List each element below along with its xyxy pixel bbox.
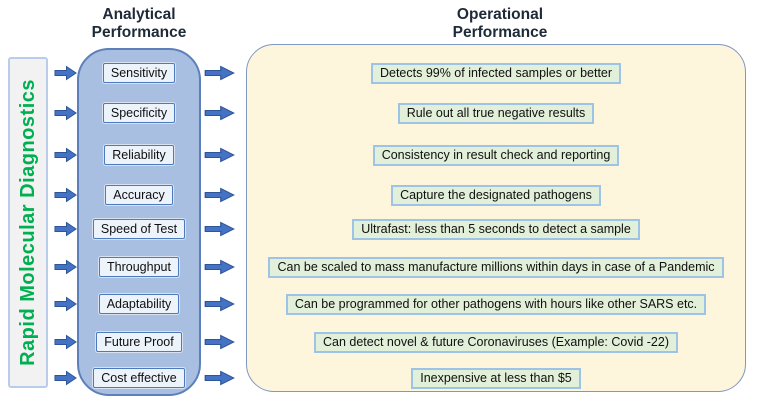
analytical-item: Specificity xyxy=(102,103,176,123)
operational-performance-heading: Operational Performance xyxy=(452,6,548,41)
arrow-right-icon xyxy=(54,334,77,350)
operational-item: Inexpensive at less than $5 xyxy=(411,367,581,389)
analytical-item: Throughput xyxy=(99,257,179,277)
operational-item: Rule out all true negative results xyxy=(397,102,595,124)
diagram-row: Adaptability Can be programmed for other… xyxy=(0,292,757,316)
analytical-performance-heading: Analytical Performance xyxy=(91,6,187,41)
analytical-item: Speed of Test xyxy=(92,219,186,239)
arrow-right-icon xyxy=(204,296,235,312)
arrow-right-icon xyxy=(54,65,77,81)
diagram-row: Reliability Consistency in result check … xyxy=(0,143,757,167)
diagram-row: Future Proof Can detect novel & future C… xyxy=(0,330,757,354)
arrow-right-icon xyxy=(54,187,77,203)
arrow-right-icon xyxy=(204,187,235,203)
operational-item: Consistency in result check and reportin… xyxy=(372,144,620,166)
arrow-right-icon xyxy=(204,147,235,163)
analytical-item: Accuracy xyxy=(105,185,173,205)
diagram-row: Speed of Test Ultrafast: less than 5 sec… xyxy=(0,217,757,241)
arrow-right-icon xyxy=(204,334,235,350)
diagram-row: Specificity Rule out all true negative r… xyxy=(0,101,757,125)
operational-item: Can be scaled to mass manufacture millio… xyxy=(268,256,724,278)
arrow-right-icon xyxy=(54,296,77,312)
diagram-row: Accuracy Capture the designated pathogen… xyxy=(0,183,757,207)
arrow-right-icon xyxy=(204,259,235,275)
arrow-right-icon xyxy=(54,259,77,275)
diagram-row: Throughput Can be scaled to mass manufac… xyxy=(0,255,757,279)
analytical-item: Sensitivity xyxy=(102,63,176,83)
analytical-item: Reliability xyxy=(104,145,174,165)
operational-item: Can detect novel & future Coronaviruses … xyxy=(314,331,678,353)
arrow-right-icon xyxy=(54,221,77,237)
diagram-row: Sensitivity Detects 99% of infected samp… xyxy=(0,61,757,85)
arrow-right-icon xyxy=(54,147,77,163)
diagram-row: Cost effective Inexpensive at less than … xyxy=(0,366,757,390)
arrow-right-icon xyxy=(204,370,235,386)
operational-item: Capture the designated pathogens xyxy=(391,184,601,206)
rapid-molecular-diagnostics-label: Rapid Molecular Diagnostics xyxy=(8,57,48,388)
operational-item: Can be programmed for other pathogens wi… xyxy=(285,293,707,315)
analytical-item: Future Proof xyxy=(96,332,182,352)
arrow-right-icon xyxy=(54,370,77,386)
arrow-right-icon xyxy=(204,221,235,237)
arrow-right-icon xyxy=(204,105,235,121)
operational-item: Ultrafast: less than 5 seconds to detect… xyxy=(352,218,640,240)
arrow-right-icon xyxy=(204,65,235,81)
analytical-item: Adaptability xyxy=(98,294,180,314)
analytical-item: Cost effective xyxy=(93,368,185,388)
operational-item: Detects 99% of infected samples or bette… xyxy=(370,62,622,84)
arrow-right-icon xyxy=(54,105,77,121)
